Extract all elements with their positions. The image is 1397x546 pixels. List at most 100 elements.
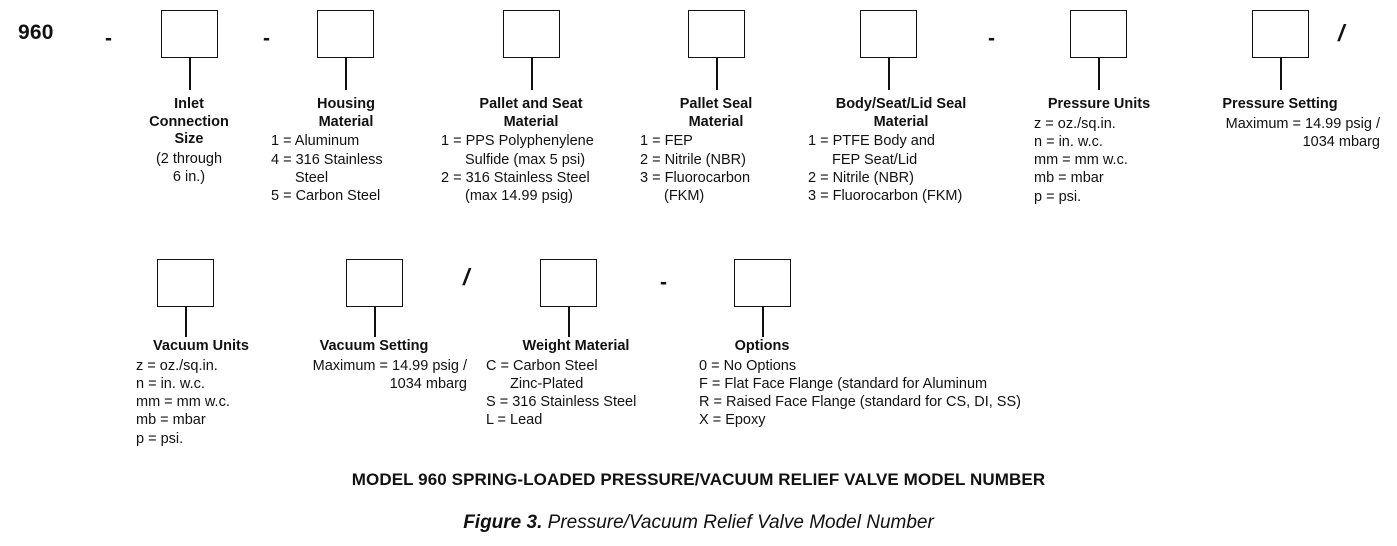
field-line: 1 = Aluminum	[271, 133, 360, 150]
field-line: F = Flat Face Flange (standard for Alumi…	[699, 375, 988, 392]
field-lines-pallet-seal-material: 1 = FEP 2 = Nitrile (NBR) 3 = Fluorocarb…	[640, 132, 792, 205]
field-title-options: Options	[734, 338, 790, 354]
field-lines-vacuum-setting: Maximum = 14.99 psig / 1034 mbarg	[281, 357, 467, 394]
field-line: p = psi.	[136, 430, 184, 447]
field-line: p = psi.	[1034, 188, 1082, 205]
field-pressure-units: Pressure Units z = oz./sq.in. n = in. w.…	[1034, 96, 1164, 206]
code-box-pallet-seal-material[interactable]	[688, 10, 745, 58]
field-vacuum-setting: Vacuum Setting Maximum = 14.99 psig / 10…	[281, 338, 467, 393]
field-line: (max 14.99 psig)	[465, 188, 573, 205]
separator-dash-4: -	[660, 271, 667, 294]
model-prefix-960: 960	[18, 21, 54, 44]
code-box-pallet-and-seat-material[interactable]	[503, 10, 560, 58]
field-title-body-seat-lid-seal-material: Body/Seat/Lid Seal Material	[835, 96, 967, 130]
field-line: 2 = 316 Stainless Steel	[441, 169, 590, 186]
field-line: mb = mbar	[136, 412, 206, 429]
field-lines-pressure-setting: Maximum = 14.99 psig / 1034 mbarg	[1180, 115, 1380, 152]
field-line: z = oz./sq.in.	[136, 357, 218, 374]
field-title-pallet-and-seat-material: Pallet and Seat Material	[479, 96, 583, 130]
field-line: 1034 mbarg	[389, 375, 467, 392]
field-line: 3 = Fluorocarbon	[640, 169, 751, 186]
field-lines-options: 0 = No Options F = Flat Face Flange (sta…	[699, 357, 1059, 430]
leader-line-inlet-connection-size	[189, 58, 191, 90]
field-line: 1 = FEP	[640, 133, 693, 150]
field-title-pressure-setting: Pressure Setting	[1222, 96, 1338, 112]
field-lines-pressure-units: z = oz./sq.in. n = in. w.c. mm = mm w.c.…	[1034, 115, 1164, 206]
field-line: 1 = PPS Polyphenylene	[441, 133, 594, 150]
field-lines-inlet-connection-size: (2 through 6 in.)	[115, 150, 263, 187]
field-line: 1034 mbarg	[1302, 133, 1380, 150]
figure-label: Figure 3.	[463, 512, 543, 533]
field-line: Maximum = 14.99 psig /	[312, 357, 467, 374]
field-line: 1 = PTFE Body and	[808, 133, 935, 150]
code-box-vacuum-setting[interactable]	[346, 259, 403, 307]
field-lines-housing-material: 1 = Aluminum 4 = 316 Stainless Steel 5 =…	[271, 132, 421, 205]
field-line: Steel	[295, 169, 329, 186]
field-lines-pallet-and-seat-material: 1 = PPS Polyphenylene Sulfide (max 5 psi…	[441, 132, 621, 205]
figure-caption-text: Pressure/Vacuum Relief Valve Model Numbe…	[542, 512, 934, 533]
field-line: 5 = Carbon Steel	[271, 188, 381, 205]
field-line: 2 = Nitrile (NBR)	[808, 169, 914, 186]
field-line: 0 = No Options	[699, 357, 797, 374]
leader-line-pallet-and-seat-material	[531, 58, 533, 90]
field-pallet-and-seat-material: Pallet and Seat Material 1 = PPS Polyphe…	[441, 96, 621, 205]
field-lines-vacuum-units: z = oz./sq.in. n = in. w.c. mm = mm w.c.…	[136, 357, 266, 448]
field-line: FEP Seat/Lid	[832, 151, 918, 168]
field-line: (FKM)	[664, 188, 705, 205]
field-line: mb = mbar	[1034, 170, 1104, 187]
field-line: X = Epoxy	[699, 412, 766, 429]
separator-slash-1: /	[1338, 20, 1345, 46]
code-box-options[interactable]	[734, 259, 791, 307]
field-line: 2 = Nitrile (NBR)	[640, 151, 746, 168]
field-title-pressure-units: Pressure Units	[1047, 96, 1151, 112]
leader-line-housing-material	[345, 58, 347, 90]
code-box-pressure-setting[interactable]	[1252, 10, 1309, 58]
field-line: Maximum = 14.99 psig /	[1225, 115, 1380, 132]
field-vacuum-units: Vacuum Units z = oz./sq.in. n = in. w.c.…	[136, 338, 266, 448]
field-line: L = Lead	[486, 412, 543, 429]
leader-line-body-seat-lid-seal-material	[888, 58, 890, 90]
field-line: 6 in.)	[172, 169, 206, 186]
field-line: S = 316 Stainless Steel	[486, 394, 637, 411]
field-lines-body-seat-lid-seal-material: 1 = PTFE Body and FEP Seat/Lid 2 = Nitri…	[808, 132, 994, 205]
field-line: z = oz./sq.in.	[1034, 115, 1116, 132]
field-line: Sulfide (max 5 psi)	[465, 151, 586, 168]
field-pressure-setting: Pressure Setting Maximum = 14.99 psig / …	[1180, 96, 1380, 151]
field-title-vacuum-setting: Vacuum Setting	[319, 338, 429, 354]
code-box-vacuum-units[interactable]	[157, 259, 214, 307]
field-line: n = in. w.c.	[1034, 133, 1103, 150]
field-line: R = Raised Face Flange (standard for CS,…	[699, 394, 1021, 411]
field-title-pallet-seal-material: Pallet Seal Material	[679, 96, 753, 130]
leader-line-weight-material	[568, 307, 570, 337]
leader-line-options	[762, 307, 764, 337]
code-box-body-seat-lid-seal-material[interactable]	[860, 10, 917, 58]
diagram-title: MODEL 960 SPRING-LOADED PRESSURE/VACUUM …	[351, 470, 1046, 489]
code-box-inlet-connection-size[interactable]	[161, 10, 218, 58]
code-box-weight-material[interactable]	[540, 259, 597, 307]
field-line: (2 through	[155, 151, 223, 168]
field-line: mm = mm w.c.	[136, 394, 230, 411]
field-options: Options 0 = No Options F = Flat Face Fla…	[699, 338, 1059, 430]
figure-caption: Figure 3. Pressure/Vacuum Relief Valve M…	[0, 512, 1397, 534]
field-title-inlet-connection-size: Inlet Connection Size	[149, 96, 229, 148]
separator-dash-2: -	[263, 27, 270, 50]
field-body-seat-lid-seal-material: Body/Seat/Lid Seal Material 1 = PTFE Bod…	[808, 96, 994, 205]
code-box-housing-material[interactable]	[317, 10, 374, 58]
field-line: n = in. w.c.	[136, 375, 205, 392]
field-title-vacuum-units: Vacuum Units	[153, 338, 249, 354]
field-lines-weight-material: C = Carbon Steel Zinc-Plated S = 316 Sta…	[486, 357, 666, 430]
field-line: mm = mm w.c.	[1034, 152, 1128, 169]
leader-line-pallet-seal-material	[716, 58, 718, 90]
code-box-pressure-units[interactable]	[1070, 10, 1127, 58]
field-line: Zinc-Plated	[510, 375, 584, 392]
leader-line-pressure-units	[1098, 58, 1100, 90]
leader-line-vacuum-units	[185, 307, 187, 337]
separator-slash-2: /	[463, 264, 470, 290]
field-housing-material: Housing Material 1 = Aluminum 4 = 316 St…	[271, 96, 421, 205]
field-pallet-seal-material: Pallet Seal Material 1 = FEP 2 = Nitrile…	[640, 96, 792, 205]
field-line: 3 = Fluorocarbon (FKM)	[808, 188, 963, 205]
field-line: 4 = 316 Stainless	[271, 151, 383, 168]
field-inlet-connection-size: Inlet Connection Size (2 through 6 in.)	[115, 96, 263, 187]
separator-dash-3: -	[988, 27, 995, 50]
